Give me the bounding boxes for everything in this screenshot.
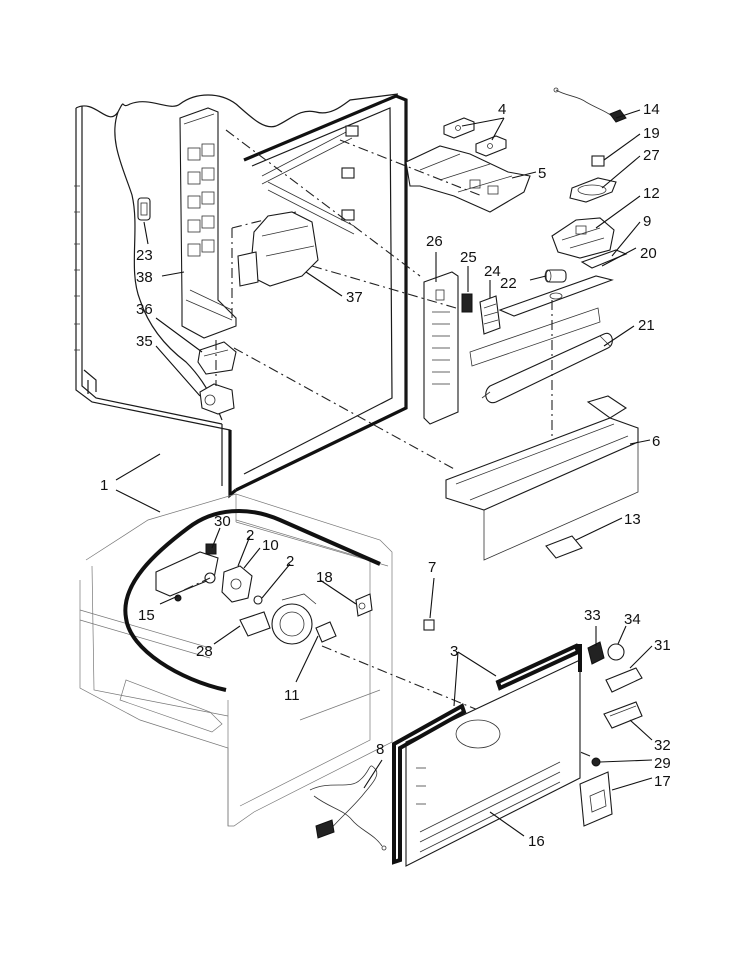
part-label-28: 28 [196, 643, 213, 660]
part-label-37: 37 [346, 289, 363, 306]
part-label-17: 17 [654, 773, 671, 790]
part-label-24: 24 [484, 263, 501, 280]
part-label-15: 15 [138, 607, 155, 624]
part-label-27: 27 [643, 147, 660, 164]
part-label-19: 19 [643, 125, 660, 142]
cover-13 [545, 535, 583, 559]
upper-liner [74, 93, 408, 499]
hinge-4 [443, 117, 507, 157]
part-label-31: 31 [654, 637, 671, 654]
light-switch-23 [137, 197, 151, 221]
part-label-18: 18 [316, 569, 333, 586]
gasket-3-left [392, 703, 467, 865]
plate-9 [580, 249, 628, 269]
part-label-25: 25 [460, 249, 477, 266]
part-label-35: 35 [136, 333, 153, 350]
part-label-1: 1 [100, 477, 108, 494]
led-25 [461, 293, 473, 313]
part-label-9: 9 [643, 213, 651, 230]
part-label-21: 21 [638, 317, 655, 334]
lower-liner [79, 493, 393, 827]
bracket-5 [405, 145, 531, 213]
part-label-23: 23 [136, 247, 153, 264]
part-label-26: 26 [426, 233, 443, 250]
part-label-36: 36 [136, 301, 153, 318]
part-label-33: 33 [584, 607, 601, 624]
part-label-7: 7 [428, 559, 436, 576]
light-parts [579, 641, 643, 827]
part-label-32: 32 [654, 737, 671, 754]
part-label-11: 11 [284, 687, 300, 704]
pan-6 [445, 395, 639, 561]
part-label-29: 29 [654, 755, 671, 772]
part-label-6: 6 [652, 433, 660, 450]
air-tower-38 [179, 107, 237, 339]
filter-cover-20 [469, 275, 614, 367]
lens-24 [479, 295, 501, 335]
part-label-14: 14 [643, 101, 660, 118]
part-label-30: 30 [214, 513, 231, 530]
wire-harness-8 [309, 765, 387, 851]
part-label-5: 5 [538, 165, 546, 182]
part-label-2: 2 [286, 553, 294, 570]
harness-14 [553, 87, 627, 123]
part-label-20: 20 [640, 245, 657, 262]
part-label-2: 2 [246, 527, 254, 544]
leader-lines [115, 109, 653, 837]
part-label-3: 3 [450, 643, 458, 660]
part-label-34: 34 [624, 611, 641, 628]
part-labels: 1441952712926252422202123383736356113302… [100, 101, 671, 850]
connector-19 [591, 155, 605, 167]
motor-35 [199, 383, 235, 415]
gasket-3-right [576, 644, 582, 672]
part-label-38: 38 [136, 269, 153, 286]
part-label-4: 4 [498, 101, 506, 118]
clip-7 [423, 619, 435, 631]
bypass-22 [544, 269, 567, 283]
air-handler-37 [231, 211, 319, 320]
rear-panel-16 [405, 659, 581, 867]
water-filter-21 [481, 332, 613, 404]
control-housing-12 [551, 217, 615, 259]
part-label-8: 8 [376, 741, 384, 758]
part-label-13: 13 [624, 511, 641, 528]
ice-maker-parts [155, 543, 373, 645]
light-housing-26 [423, 271, 459, 425]
part-label-16: 16 [528, 833, 545, 850]
part-label-10: 10 [262, 537, 279, 554]
part-label-12: 12 [643, 185, 660, 202]
damper-36 [197, 341, 237, 375]
part-label-22: 22 [500, 275, 517, 292]
cover-27 [569, 177, 617, 203]
gasket-loop [123, 509, 381, 692]
